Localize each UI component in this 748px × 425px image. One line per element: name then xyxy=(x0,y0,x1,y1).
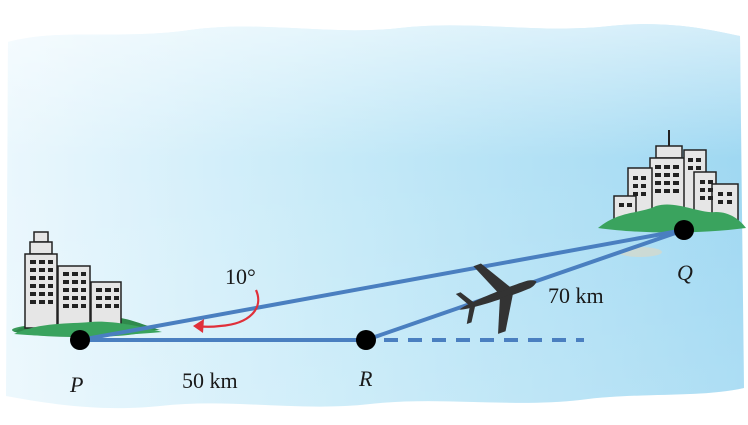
route-p-to-q xyxy=(79,228,685,342)
angle-arrowhead xyxy=(193,319,204,333)
label-rq-distance: 70 km xyxy=(548,283,604,308)
city-q-icon xyxy=(598,130,746,257)
label-q: Q xyxy=(677,260,693,285)
label-p: P xyxy=(70,372,84,397)
label-r: R xyxy=(359,366,373,391)
city-p-icon xyxy=(12,231,162,337)
sky-highlight xyxy=(6,24,744,409)
angle-arrow xyxy=(197,289,260,328)
point-q-marker xyxy=(674,220,694,240)
point-r-marker xyxy=(356,330,376,350)
airplane-icon xyxy=(455,263,537,334)
label-pr-distance: 50 km xyxy=(182,368,238,393)
point-p-marker xyxy=(70,330,90,350)
label-angle: 10° xyxy=(225,264,256,289)
